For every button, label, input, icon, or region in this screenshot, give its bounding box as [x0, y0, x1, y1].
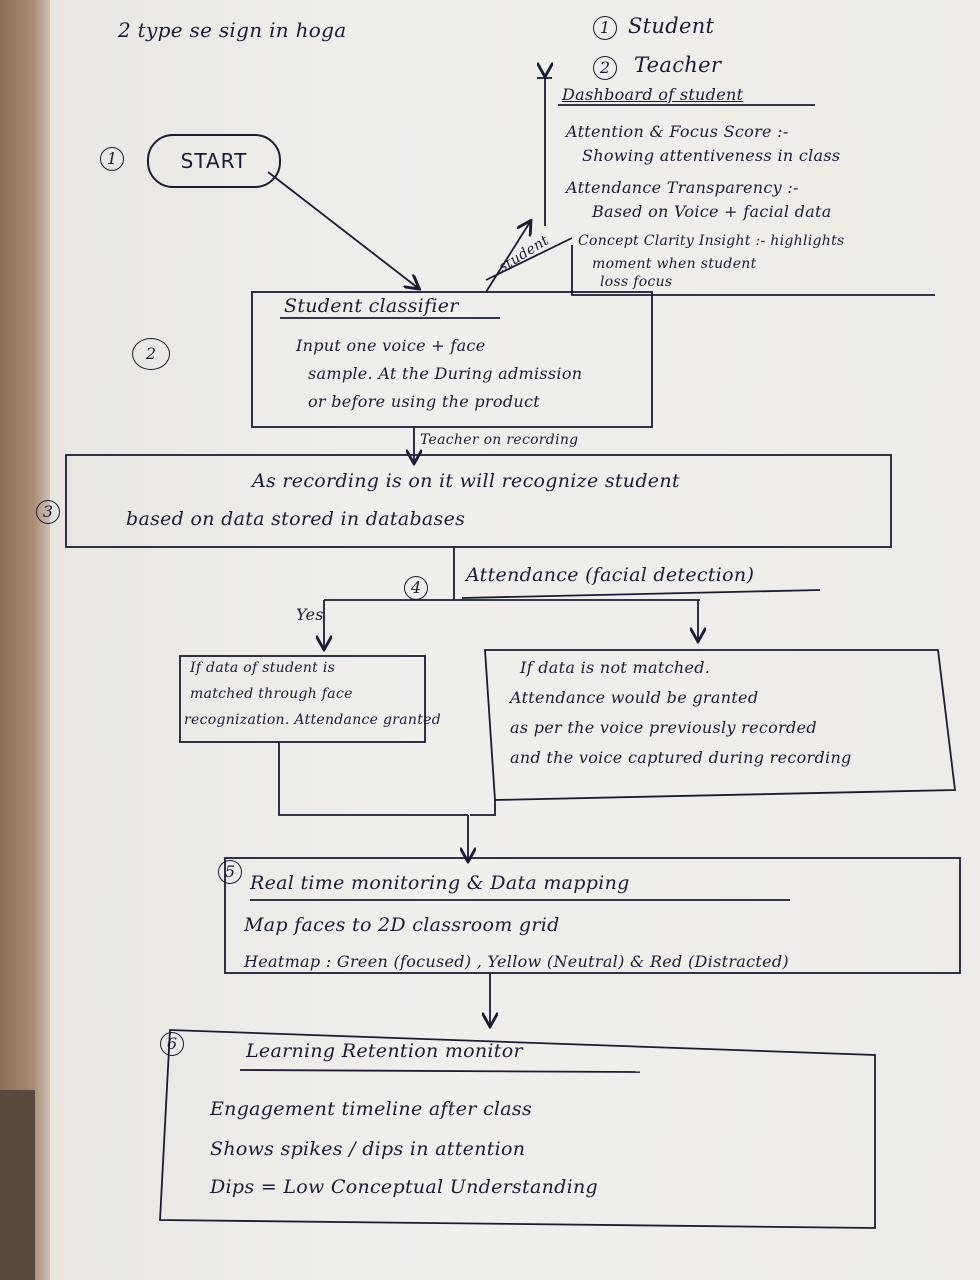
step-2-number: 2 [132, 338, 170, 370]
desk-background [0, 0, 55, 1280]
step5-title: Real time monitoring & Data mapping [250, 872, 630, 894]
dashboard-bullet-1a: Attention & Focus Score :- [566, 122, 789, 141]
step4-right-line-3: as per the voice previously recorded [510, 718, 817, 737]
dashboard-bullet-3b: moment when student [592, 256, 757, 272]
step4-right-line-2: Attendance would be granted [510, 688, 759, 707]
step-5-number: 5 [218, 860, 242, 884]
dashboard-bullet-3a: Concept Clarity Insight :- highlights [578, 233, 845, 249]
step6-box [159, 1029, 876, 1229]
step3-box [65, 454, 892, 548]
dashboard-title: Dashboard of student [562, 85, 744, 104]
step2-line-1: Input one voice + face [296, 336, 486, 355]
step2-box [251, 291, 653, 428]
option-1-number: 1 [593, 16, 617, 40]
step3-line-1: As recording is on it will recognize stu… [252, 470, 680, 492]
dashboard-bullet-2b: Based on Voice + facial data [592, 202, 832, 221]
step5-box [224, 857, 961, 974]
student-arrow [485, 222, 530, 293]
step-3-number: 3 [36, 500, 60, 524]
step4-left-line-1: If data of student is [190, 660, 336, 676]
option-2-label: Teacher [634, 53, 722, 77]
step5-line-2: Heatmap : Green (focused) , Yellow (Neut… [244, 952, 789, 971]
step5-line-1: Map faces to 2D classroom grid [244, 914, 560, 936]
start-arrow [267, 171, 418, 288]
step2-line-3: or before using the product [308, 392, 540, 411]
step6-line-2: Shows spikes / dips in attention [210, 1138, 526, 1160]
step6-line-1: Engagement timeline after class [210, 1098, 533, 1120]
step4-left-line-2: matched through face [190, 686, 353, 702]
dashboard-bullet-3c: loss focus [600, 274, 673, 290]
step4-left-box [179, 655, 426, 743]
step2-line-2: sample. At the During admission [308, 364, 583, 383]
notebook-page [50, 0, 980, 1280]
step-6-number: 6 [160, 1032, 184, 1056]
option-1-label: Student [628, 14, 715, 38]
step6-title: Learning Retention monitor [246, 1040, 523, 1062]
step4-title: Attendance (facial detection) [466, 564, 755, 586]
option-2-number: 2 [593, 56, 617, 80]
desk-shadow [0, 1090, 35, 1280]
step4-right-box [484, 649, 957, 801]
step4-right-line-4: and the voice captured during recording [510, 748, 852, 767]
step4-right-line-1: If data is not matched. [520, 658, 711, 677]
step-4-number: 4 [404, 576, 428, 600]
dashboard-bullet-1b: Showing attentiveness in class [582, 146, 841, 165]
yes-label: Yes [296, 605, 324, 624]
start-node: START [147, 134, 281, 188]
header-line: 2 type se sign in hoga [118, 18, 347, 42]
step4-left-line-3: recognization. Attendance granted [184, 712, 441, 728]
step3-line-2: based on data stored in databases [126, 508, 466, 530]
step2-title: Student classifier [284, 295, 459, 317]
dashboard-bullet-2a: Attendance Transparency :- [566, 178, 799, 197]
step-1-number: 1 [100, 147, 124, 171]
step6-line-3: Dips = Low Conceptual Understanding [210, 1176, 598, 1198]
teacher-arrow-label: Teacher on recording [420, 432, 579, 448]
